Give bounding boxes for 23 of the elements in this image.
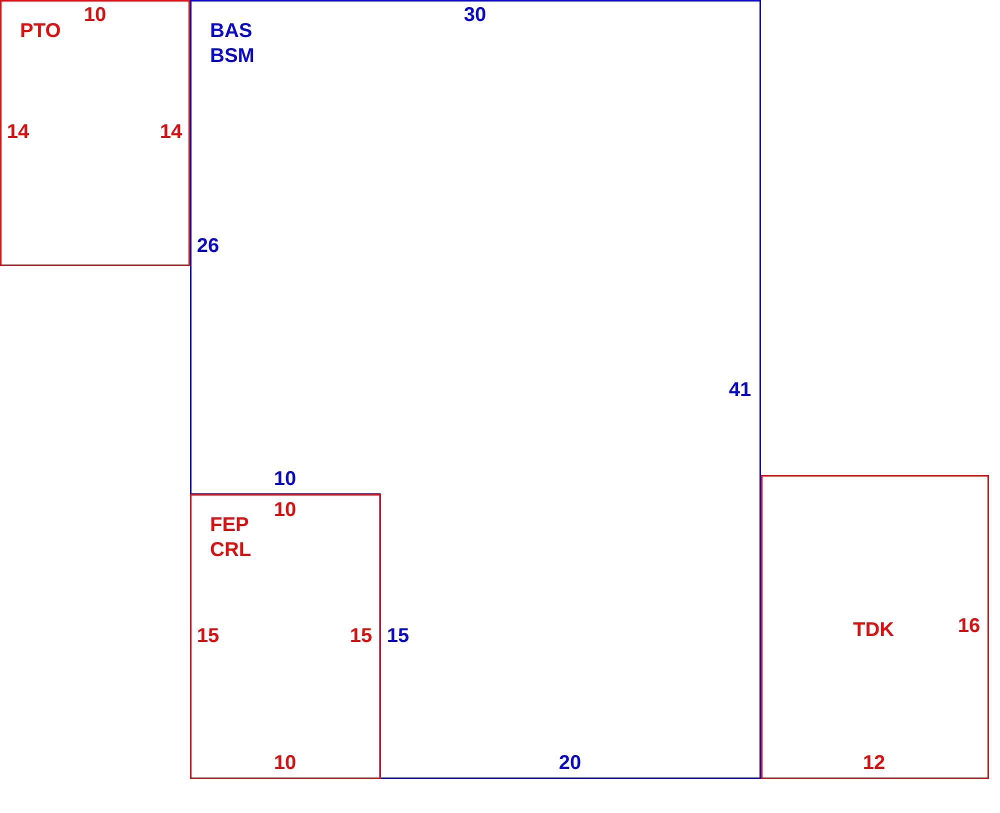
dimension-label: 15: [196, 626, 220, 646]
dimension-label: 10: [274, 500, 296, 520]
room-name: PTO: [20, 19, 62, 44]
dimension-label: 10: [84, 5, 106, 25]
room-name: FEP CRL: [210, 513, 252, 563]
dimension-label: 14: [160, 122, 182, 142]
room-box: [761, 475, 989, 779]
room-name: TDK: [853, 618, 896, 643]
dimension-label: 15: [386, 626, 410, 646]
dimension-label: 10: [274, 469, 296, 489]
room-name: BAS BSM: [210, 19, 256, 69]
dimension-label: 12: [862, 753, 886, 773]
dimension-label: 30: [464, 5, 486, 25]
dimension-label: 10: [274, 753, 296, 773]
dimension-label: 16: [958, 616, 980, 636]
room-box: [190, 494, 381, 779]
dimension-label: 15: [350, 626, 372, 646]
room-box: [0, 0, 190, 266]
dimension-label: 20: [558, 753, 582, 773]
dimension-label: 41: [728, 380, 752, 400]
room-outline: [190, 0, 761, 779]
dimension-label: 26: [196, 236, 220, 256]
dimension-label: 14: [6, 122, 30, 142]
